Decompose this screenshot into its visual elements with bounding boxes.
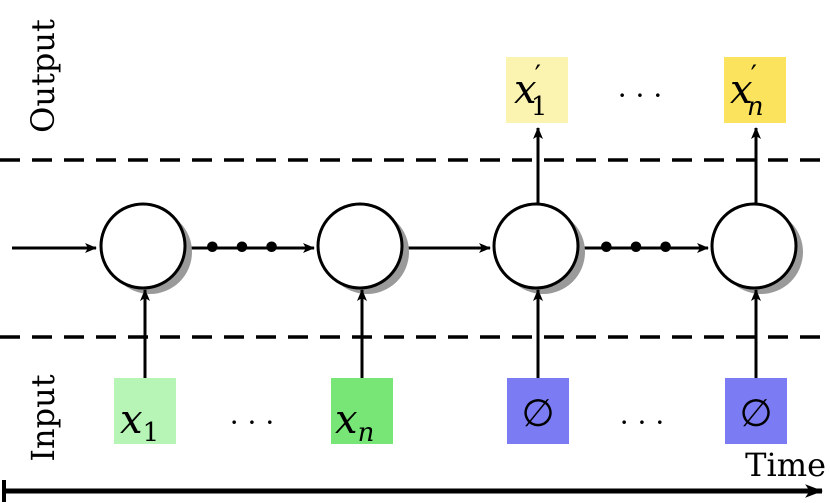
rnn-node-4 (710, 202, 803, 294)
rnn-node-2-body (316, 202, 404, 290)
output-n-symbol: x′n (730, 59, 764, 122)
input-box-4: ∅ (725, 378, 787, 444)
output-ellipsis: · · · (618, 79, 663, 112)
rnn-node-1-body (99, 202, 187, 290)
input-ellipsis-2: · · · (620, 406, 665, 439)
output-box-n: x′n (724, 57, 786, 123)
input-box-3-bg (507, 378, 569, 444)
rnn-node-1 (99, 202, 192, 294)
input-box-3: ∅ (507, 378, 569, 444)
input-box-2-bg (331, 378, 393, 444)
input-box-4-bg (725, 378, 787, 444)
input-4-empty-set: ∅ (739, 391, 772, 435)
output-1-symbol: x′1 (514, 59, 547, 122)
time-label: Time (745, 446, 826, 484)
heavy-dots-2: • • • (597, 231, 675, 266)
rnn-node-3-body (492, 202, 580, 290)
output-box-n-bg (724, 57, 786, 123)
output-box-1: x′1 (506, 57, 568, 123)
input-ellipsis-1: · · · (230, 406, 275, 439)
rnn-node-4-body (710, 202, 798, 290)
rnn-node-2 (316, 202, 409, 294)
input-row-label: Input (24, 374, 62, 461)
input-2-symbol: xn (335, 397, 374, 448)
output-row-label: Output (24, 19, 62, 133)
output-box-1-bg (506, 57, 568, 123)
rnn-node-3 (492, 202, 585, 294)
input-box-2: xn (331, 378, 393, 448)
input-box-1: x1 (114, 378, 176, 448)
input-box-1-bg (114, 378, 176, 444)
heavy-dots-1: • • • (203, 231, 281, 266)
input-1-symbol: x1 (120, 397, 159, 448)
input-3-empty-set: ∅ (521, 391, 554, 435)
